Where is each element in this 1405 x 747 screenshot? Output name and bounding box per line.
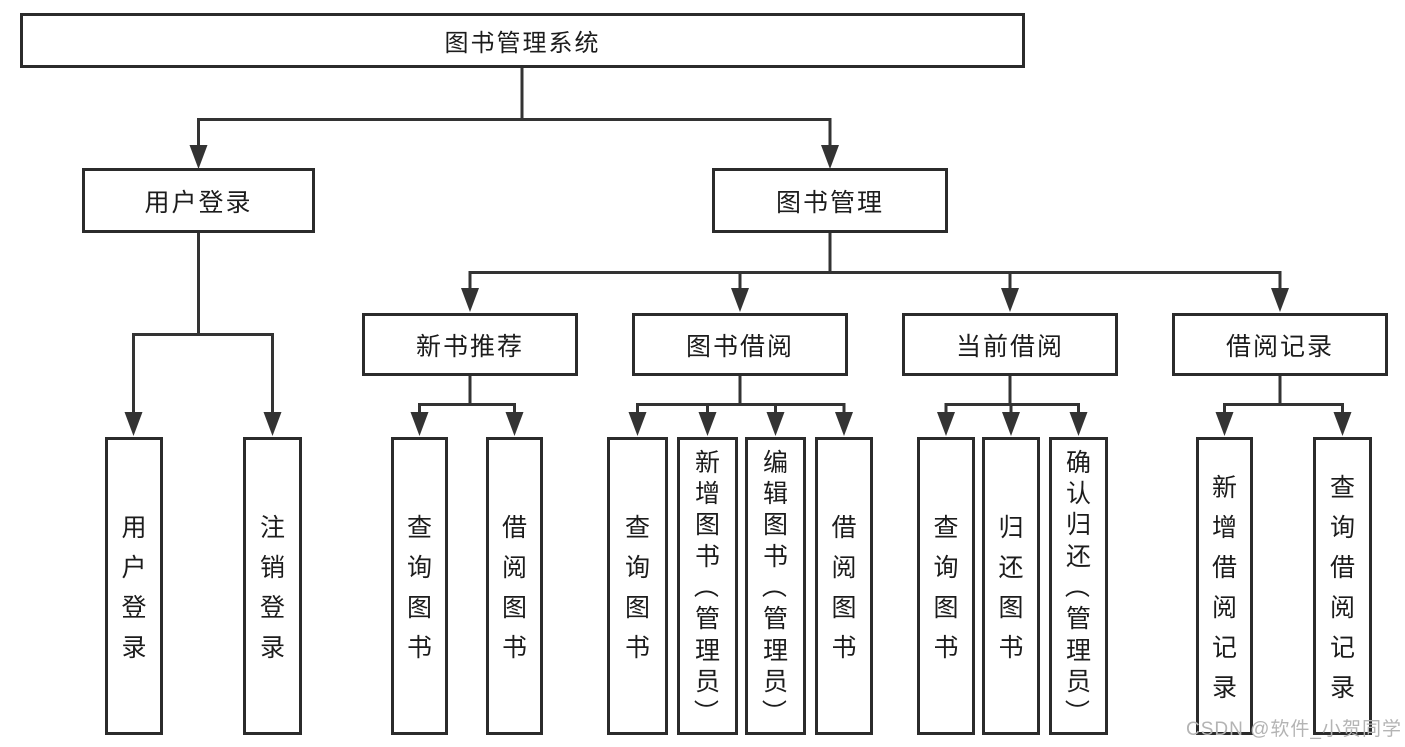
leaf-label: 查询借阅记录 [1329, 474, 1355, 702]
leaf-label: 确认归还（管理员） [1062, 448, 1091, 724]
leaf-label: 新增图书（管理员） [691, 448, 720, 724]
leaf-label: 查询图书 [624, 514, 650, 662]
node-new-book-recommendation-label: 新书推荐 [415, 332, 524, 361]
leaf-query-borrow-record: 查询借阅记录 [1313, 437, 1372, 735]
leaf-label: 编辑图书（管理员） [759, 448, 788, 724]
node-user-login-label: 用户登录 [144, 188, 253, 217]
leaf-query-books-2: 查询图书 [607, 437, 668, 735]
leaf-query-books-1: 查询图书 [391, 437, 448, 735]
leaf-edit-books-admin: 编辑图书（管理员） [745, 437, 806, 735]
node-book-borrowing: 图书借阅 [632, 313, 848, 376]
node-new-book-recommendation: 新书推荐 [362, 313, 578, 376]
leaf-borrow-books-1: 借阅图书 [486, 437, 543, 735]
node-current-borrowing: 当前借阅 [902, 313, 1118, 376]
leaf-label: 用户登录 [121, 514, 147, 662]
leaf-return-books: 归还图书 [982, 437, 1040, 735]
leaf-label: 注销登录 [259, 514, 285, 662]
leaf-label: 借阅图书 [831, 514, 857, 662]
leaf-borrow-books-2: 借阅图书 [815, 437, 873, 735]
node-user-login: 用户登录 [82, 168, 315, 233]
leaf-label: 借阅图书 [501, 514, 527, 662]
node-book-management: 图书管理 [712, 168, 948, 233]
node-borrowing-records-label: 借阅记录 [1225, 332, 1334, 361]
leaf-label: 查询图书 [406, 514, 432, 662]
leaf-confirm-return-admin: 确认归还（管理员） [1049, 437, 1108, 735]
node-book-management-label: 图书管理 [775, 188, 884, 217]
leaf-query-books-3: 查询图书 [917, 437, 975, 735]
node-book-borrowing-label: 图书借阅 [685, 332, 794, 361]
leaf-label: 新增借阅记录 [1211, 474, 1237, 702]
leaf-logout: 注销登录 [243, 437, 302, 735]
node-current-borrowing-label: 当前借阅 [955, 332, 1064, 361]
leaf-label: 归还图书 [998, 514, 1024, 662]
node-root-label: 图书管理系统 [444, 30, 601, 57]
node-root: 图书管理系统 [20, 13, 1025, 68]
node-borrowing-records: 借阅记录 [1172, 313, 1388, 376]
leaf-add-borrow-record: 新增借阅记录 [1196, 437, 1253, 735]
leaf-add-books-admin: 新增图书（管理员） [677, 437, 738, 735]
csdn-watermark: CSDN @软件_小贺同学 [1186, 719, 1402, 740]
leaf-label: 查询图书 [933, 514, 959, 662]
leaf-user-login: 用户登录 [105, 437, 163, 735]
